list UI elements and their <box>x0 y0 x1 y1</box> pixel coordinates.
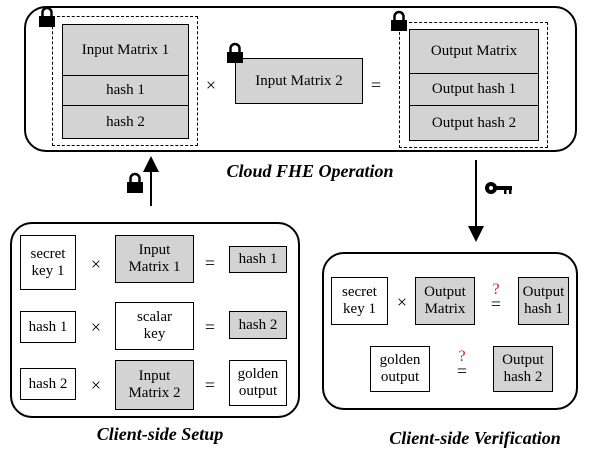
output-matrix-label: Output Matrix <box>430 43 518 59</box>
equals-sign: = <box>490 294 502 314</box>
equals-sign: = <box>456 361 468 381</box>
hash-1-box: hash 1 <box>229 246 287 273</box>
scalar-key-box: scalar key <box>115 302 194 350</box>
input-matrix-1-box: Input Matrix 1 <box>115 235 194 283</box>
verify-equals-check: ? = <box>453 348 471 381</box>
output-hash-2-box: Output hash 2 <box>493 346 553 392</box>
multiply-sign: × <box>205 75 217 95</box>
output-hash-1-box: Output hash 1 <box>409 73 539 106</box>
hash-1-label: hash 1 <box>106 82 145 98</box>
question-mark: ? <box>492 281 500 298</box>
secret-key-1-box: secret key 1 <box>331 277 388 325</box>
multiply-sign: × <box>90 375 102 395</box>
equals-sign: = <box>204 375 216 395</box>
input-dashed-group <box>52 16 198 146</box>
input-matrix-1-box: Input Matrix 1 <box>62 24 189 76</box>
hash-2-box: hash 2 <box>229 311 287 339</box>
input-matrix-1-label: Input Matrix 1 <box>128 242 181 275</box>
input-matrix-2-label: Input Matrix 2 <box>255 72 343 89</box>
hash-2-box: hash 2 <box>20 368 76 400</box>
output-hash-2-label: Output hash 2 <box>502 352 544 385</box>
output-matrix-box: Output Matrix <box>415 277 475 325</box>
lock-icon <box>127 172 143 193</box>
hash-2-label: hash 2 <box>106 113 145 130</box>
golden-output-label: golden output <box>379 352 421 385</box>
equals-sign: = <box>370 75 382 95</box>
output-dashed-group <box>399 22 548 148</box>
secret-key-1-box: secret key 1 <box>20 235 76 290</box>
hash-2-label: hash 2 <box>28 375 68 392</box>
lock-icon <box>227 42 243 63</box>
input-matrix-2-box: Input Matrix 2 <box>115 360 194 410</box>
input-matrix-2-label: Input Matrix 2 <box>128 368 181 401</box>
hash-2-box: hash 2 <box>62 105 189 139</box>
key-icon <box>485 182 512 194</box>
equals-sign: = <box>204 253 216 273</box>
hash-1-box: hash 1 <box>20 311 76 343</box>
hash-1-label: hash 1 <box>28 318 68 335</box>
scalar-key-label: scalar key <box>137 309 172 342</box>
question-mark: ? <box>458 348 466 365</box>
output-hash-1-box: Output hash 1 <box>518 277 569 325</box>
input-matrix-1-label: Input Matrix 1 <box>81 41 170 58</box>
multiply-sign: × <box>90 254 102 274</box>
golden-output-label: golden output <box>237 366 279 399</box>
equals-sign: = <box>204 317 216 337</box>
input-matrix-2-box: Input Matrix 2 <box>235 58 363 104</box>
output-matrix-box: Output Matrix <box>409 29 539 74</box>
output-hash-1-label: Output hash 1 <box>431 81 517 97</box>
hash-2-label: hash 2 <box>238 316 278 333</box>
output-hash-2-label: Output hash 2 <box>431 114 517 131</box>
hash-1-label: hash 1 <box>238 251 278 267</box>
golden-output-box: golden output <box>229 360 287 406</box>
output-hash-1-label: Output hash 1 <box>522 284 565 317</box>
multiply-sign: × <box>90 317 102 337</box>
secret-key-1-label: secret key 1 <box>342 284 377 317</box>
setup-caption: Client-side Setup <box>96 424 224 444</box>
lock-icon <box>39 6 55 27</box>
output-hash-2-box: Output hash 2 <box>409 105 539 141</box>
lock-icon <box>391 10 407 31</box>
verify-equals-check: ? = <box>487 281 505 314</box>
hash-1-box: hash 1 <box>62 75 189 106</box>
multiply-sign: × <box>396 292 408 312</box>
verification-caption: Client-side Verification <box>389 428 561 448</box>
secret-key-1-label: secret key 1 <box>30 245 66 279</box>
cloud-caption: Cloud FHE Operation <box>226 161 394 181</box>
output-matrix-label: Output Matrix <box>424 284 466 317</box>
golden-output-box: golden output <box>370 346 430 392</box>
